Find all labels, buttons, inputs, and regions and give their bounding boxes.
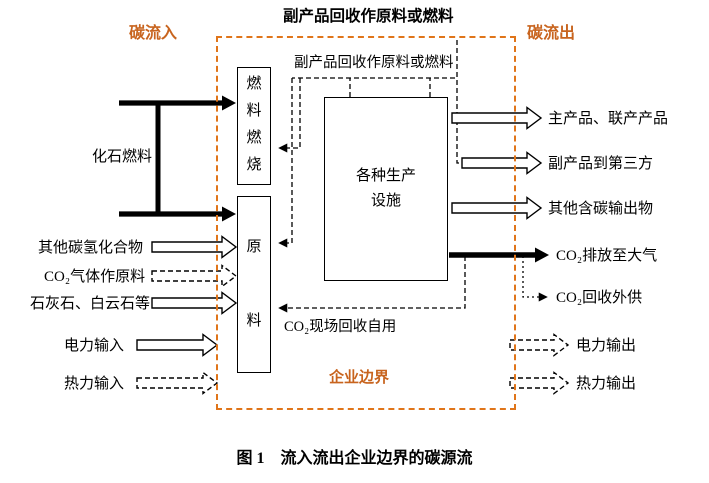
arrow-fossil-fuel-bottom bbox=[119, 206, 236, 222]
raw-material-label: 原料 bbox=[246, 239, 262, 329]
fuel-combustion-label: 燃料燃烧 bbox=[246, 76, 262, 173]
input-label-co2-gas-feedstock: CO₂气体作原料 bbox=[44, 269, 146, 285]
raw-material-box: 原料 bbox=[237, 196, 271, 373]
recycle-to-fuel-arrow bbox=[278, 78, 301, 153]
facilities-label: 各种生产设施 bbox=[355, 168, 416, 209]
arrow-co2-to-atmosphere bbox=[449, 247, 549, 263]
output-label-byproducts: 副产品到第三方 bbox=[548, 156, 654, 172]
output-label-other-outputs: 其他含碳输出物 bbox=[548, 201, 654, 217]
recycle-flow-label: 副产品回收作原料或燃料 bbox=[294, 55, 454, 71]
arrow-main-products bbox=[451, 106, 543, 130]
recycle-to-raw-arrow bbox=[278, 78, 293, 248]
output-label-power-output: 电力输出 bbox=[576, 338, 637, 354]
output-label-co2-atmosphere: CO₂排放至大气 bbox=[556, 248, 658, 264]
input-label-fossil-fuel: 化石燃料 bbox=[92, 149, 153, 165]
input-label-limestone: 石灰石、白云石等 bbox=[30, 296, 151, 312]
input-label-power-input: 电力输入 bbox=[64, 338, 125, 354]
byproduct-connector-line bbox=[456, 40, 460, 164]
output-label-heat-output: 热力输出 bbox=[576, 376, 637, 392]
arrow-limestone bbox=[151, 291, 238, 315]
enterprise-boundary-box bbox=[216, 36, 516, 410]
co2-onsite-label: CO₂现场回收自用 bbox=[284, 319, 397, 335]
carbon-inflow-title: 碳流入 bbox=[129, 25, 178, 42]
facilities-box: 各种生产设施 bbox=[324, 97, 448, 281]
arrow-byproducts-third-party bbox=[461, 151, 543, 175]
arrow-heat-output bbox=[509, 371, 570, 395]
fuel-combustion-box: 燃料燃烧 bbox=[237, 67, 271, 185]
top-title: 副产品回收作原料或燃料 bbox=[283, 8, 454, 25]
co2-external-supply-arrow bbox=[522, 256, 548, 302]
figure-caption: 图 1 流入流出企业边界的碳源流 bbox=[236, 450, 473, 467]
enterprise-boundary-label: 企业边界 bbox=[329, 370, 390, 386]
arrow-other-carbon-outputs bbox=[451, 196, 543, 220]
arrow-other-hydrocarbons bbox=[151, 235, 238, 259]
arrow-power-output bbox=[509, 333, 570, 357]
carbon-outflow-title: 碳流出 bbox=[527, 25, 576, 42]
arrow-co2-gas-feedstock bbox=[151, 264, 238, 288]
input-label-other-hydrocarbons: 其他碳氢化合物 bbox=[38, 240, 144, 256]
input-label-heat-input: 热力输入 bbox=[64, 376, 125, 392]
arrow-fossil-fuel-top bbox=[119, 95, 236, 111]
arrow-heat-input bbox=[136, 371, 219, 395]
co2-onsite-recycle-arrow bbox=[278, 256, 466, 313]
arrow-power-input bbox=[136, 333, 219, 357]
output-label-co2-external: CO₂回收外供 bbox=[556, 290, 643, 306]
output-label-main-products: 主产品、联产产品 bbox=[548, 111, 669, 127]
